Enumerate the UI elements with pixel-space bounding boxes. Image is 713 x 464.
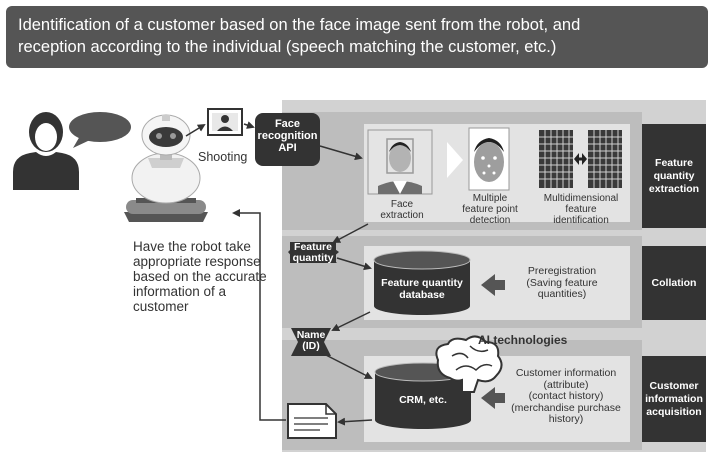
- face-extraction-line-1: Face: [390, 199, 414, 210]
- prereg-line-2: (Saving feature: [526, 276, 598, 289]
- name-id-tag: Name (ID): [296, 330, 326, 352]
- camera-monitor-icon: [207, 108, 243, 136]
- face-extraction-line-2: extraction: [380, 210, 424, 221]
- face-photo-icon: [367, 129, 433, 195]
- face-api-line-1: Face: [274, 118, 301, 130]
- feature-database-icon: [373, 250, 471, 315]
- name-to-crm-arrow: [319, 351, 373, 379]
- side-label-extraction: Feature quantity extraction: [642, 124, 706, 228]
- robot-icon: [124, 114, 208, 222]
- customer-info-line-1: Customer information: [515, 367, 617, 379]
- extraction-to-feature-arrow: [332, 223, 369, 243]
- camera-to-api-arrow: [243, 121, 255, 129]
- customer-info-label: Customer information (attribute) (contac…: [504, 367, 628, 426]
- prereg-line-1: Preregistration: [527, 265, 597, 277]
- feature-tag-line-2: quantity: [292, 252, 334, 264]
- header-line-2: reception according to the individual (s…: [18, 38, 557, 56]
- side-acquisition-line-1: Customer: [649, 379, 699, 392]
- side-acquisition-line-2: information: [645, 392, 703, 405]
- speech-bubble-icon: [69, 112, 131, 148]
- feature-tag-line-1: Feature: [294, 241, 332, 253]
- header-line-1: Identification of a customer based on th…: [18, 16, 581, 34]
- ai-technologies-label: AI technologies: [478, 333, 568, 347]
- preregistration-label: Preregistration (Saving feature quantiti…: [504, 265, 620, 301]
- side-label-collation: Collation: [642, 246, 706, 320]
- multidim-line-2: feature: [565, 204, 597, 215]
- document-to-robot-arrow: [232, 209, 286, 421]
- robot-response-text: Have the robot take appropriate response…: [133, 239, 267, 314]
- side-extraction-line-2: quantity: [653, 169, 695, 182]
- robot-to-camera-arrow: [185, 123, 206, 137]
- feature-point-photo-icon: [468, 127, 510, 191]
- face-extraction-label: Face extraction: [372, 199, 432, 221]
- face-recognition-api-box: Face recognition API: [255, 113, 320, 166]
- feature-database-label: Feature quantity database: [374, 277, 470, 301]
- side-collation-text: Collation: [651, 276, 697, 289]
- document-icon: [287, 403, 337, 439]
- database-to-name-arrow: [331, 311, 371, 331]
- feature-quantity-tag: Feature quantity: [290, 242, 336, 264]
- multidimensional-label: Multidimensional feature identification: [535, 193, 627, 226]
- brain-icon: [435, 335, 503, 393]
- name-tag-line-2: (ID): [302, 340, 320, 352]
- multidim-line-1: Multidimensional: [543, 193, 619, 204]
- face-api-line-2: recognition: [257, 130, 318, 142]
- feature-point-label: Multiple feature point detection: [450, 193, 530, 226]
- multidim-line-3: identification: [553, 215, 609, 226]
- api-to-extraction-arrow: [319, 145, 363, 161]
- side-extraction-line-1: Feature: [655, 156, 693, 169]
- prereg-line-3: quantities): [537, 288, 587, 300]
- customer-info-line-4: (merchandise purchase: [511, 401, 621, 414]
- feature-to-database-arrow: [336, 257, 372, 271]
- customer-info-arrow-icon: [481, 387, 505, 409]
- side-extraction-line-3: extraction: [648, 182, 700, 195]
- customer-info-line-5: history): [548, 413, 584, 425]
- feature-db-line-1: Feature quantity: [381, 277, 463, 289]
- face-api-line-3: API: [278, 142, 297, 154]
- side-acquisition-line-3: acquisition: [646, 405, 702, 418]
- customer-info-line-2: (attribute): [543, 378, 589, 391]
- process-chevron-icon: [447, 142, 463, 178]
- crm-to-document-arrow: [337, 417, 373, 426]
- feature-point-line-2: feature point: [462, 204, 518, 215]
- side-label-acquisition: Customer information acquisition: [642, 356, 706, 442]
- feature-point-line-3: detection: [469, 215, 511, 226]
- feature-db-line-2: database: [399, 289, 445, 301]
- feature-point-line-1: Multiple: [472, 193, 508, 204]
- header-banner: Identification of a customer based on th…: [6, 6, 708, 68]
- person-icon: [13, 112, 79, 190]
- customer-info-line-3: (contact history): [528, 390, 604, 402]
- multidimensional-grid-icon: [539, 130, 622, 188]
- feature-quantity-tag-shape: [288, 242, 339, 263]
- name-tag-line-1: Name: [296, 329, 326, 341]
- shooting-label: Shooting: [198, 150, 248, 164]
- preregistration-arrow-icon: [481, 274, 505, 296]
- name-id-tag-shape: [291, 328, 331, 356]
- crm-label: CRM, etc.: [399, 394, 447, 406]
